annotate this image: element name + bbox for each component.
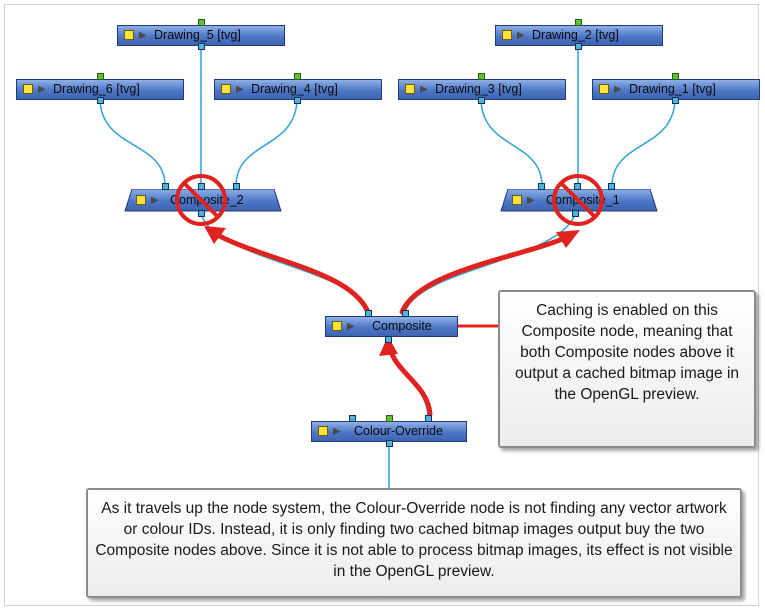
output-port[interactable] xyxy=(575,43,582,50)
red-arrow-icon xyxy=(379,336,433,417)
play-arrow-icon[interactable]: ▶ xyxy=(420,84,428,95)
output-port[interactable] xyxy=(97,97,104,104)
output-port[interactable] xyxy=(478,97,485,104)
yellow-square-icon xyxy=(23,84,33,94)
output-port[interactable] xyxy=(385,336,392,343)
caching-callout: Caching is enabled on this Composite nod… xyxy=(498,290,756,448)
input-port[interactable] xyxy=(425,415,432,422)
colour-override-callout-text: As it travels up the node system, the Co… xyxy=(95,500,733,580)
node-label: Drawing_4 [tvg] xyxy=(251,82,338,96)
yellow-square-icon xyxy=(512,195,522,205)
wire-drawing3-composite1 xyxy=(480,97,543,187)
input-port[interactable] xyxy=(672,73,679,80)
output-port[interactable] xyxy=(198,43,205,50)
node-label: Composite xyxy=(372,319,432,333)
yellow-square-icon xyxy=(599,84,609,94)
input-port[interactable] xyxy=(162,183,169,190)
output-port[interactable] xyxy=(572,210,579,217)
input-port[interactable] xyxy=(574,183,581,190)
node-label: Drawing_1 [tvg] xyxy=(629,82,716,96)
input-port[interactable] xyxy=(365,310,372,317)
colour-override-node[interactable]: ▶ Colour-Override xyxy=(311,421,467,442)
input-port[interactable] xyxy=(97,73,104,80)
play-arrow-icon[interactable]: ▶ xyxy=(139,30,147,41)
node-label: Drawing_6 [tvg] xyxy=(53,82,140,96)
yellow-square-icon xyxy=(502,30,512,40)
colour-override-callout: As it travels up the node system, the Co… xyxy=(86,488,742,598)
input-port[interactable] xyxy=(198,183,205,190)
node-label: Drawing_2 [tvg] xyxy=(532,28,619,42)
caching-callout-text: Caching is enabled on this Composite nod… xyxy=(514,302,740,403)
node-label: Drawing_3 [tvg] xyxy=(435,82,522,96)
red-arrow-icon xyxy=(399,230,580,315)
input-port[interactable] xyxy=(608,183,615,190)
yellow-square-icon xyxy=(136,195,146,205)
play-arrow-icon[interactable]: ▶ xyxy=(38,84,46,95)
play-arrow-icon[interactable]: ▶ xyxy=(517,30,525,41)
play-arrow-icon[interactable]: ▶ xyxy=(527,195,535,206)
output-port[interactable] xyxy=(386,440,393,447)
play-arrow-icon[interactable]: ▶ xyxy=(347,321,355,332)
wire-drawing1-composite1 xyxy=(611,97,676,187)
wire-drawing4-composite2 xyxy=(235,97,298,187)
node-label: Drawing_5 [tvg] xyxy=(154,28,241,42)
play-arrow-icon[interactable]: ▶ xyxy=(333,426,341,437)
output-port[interactable] xyxy=(198,210,205,217)
input-port[interactable] xyxy=(538,183,545,190)
wire-drawing6-composite2 xyxy=(99,97,166,187)
input-port[interactable] xyxy=(575,19,582,26)
yellow-square-icon xyxy=(124,30,134,40)
play-arrow-icon[interactable]: ▶ xyxy=(236,84,244,95)
node-label: Colour-Override xyxy=(354,424,443,438)
yellow-square-icon xyxy=(221,84,231,94)
prohibited-icon xyxy=(552,174,604,226)
input-port[interactable] xyxy=(198,19,205,26)
output-port[interactable] xyxy=(672,97,679,104)
yellow-square-icon xyxy=(405,84,415,94)
input-port[interactable] xyxy=(402,310,409,317)
play-arrow-icon[interactable]: ▶ xyxy=(614,84,622,95)
output-port[interactable] xyxy=(294,97,301,104)
input-port[interactable] xyxy=(233,183,240,190)
prohibited-icon xyxy=(175,174,227,226)
input-port[interactable] xyxy=(349,415,356,422)
yellow-square-icon xyxy=(318,426,328,436)
play-arrow-icon[interactable]: ▶ xyxy=(151,195,159,206)
red-arrow-icon xyxy=(204,226,371,315)
composite-node[interactable]: ▶ Composite xyxy=(325,316,458,337)
input-port[interactable] xyxy=(478,73,485,80)
input-port[interactable] xyxy=(294,73,301,80)
yellow-square-icon xyxy=(332,321,342,331)
input-port[interactable] xyxy=(386,415,393,422)
